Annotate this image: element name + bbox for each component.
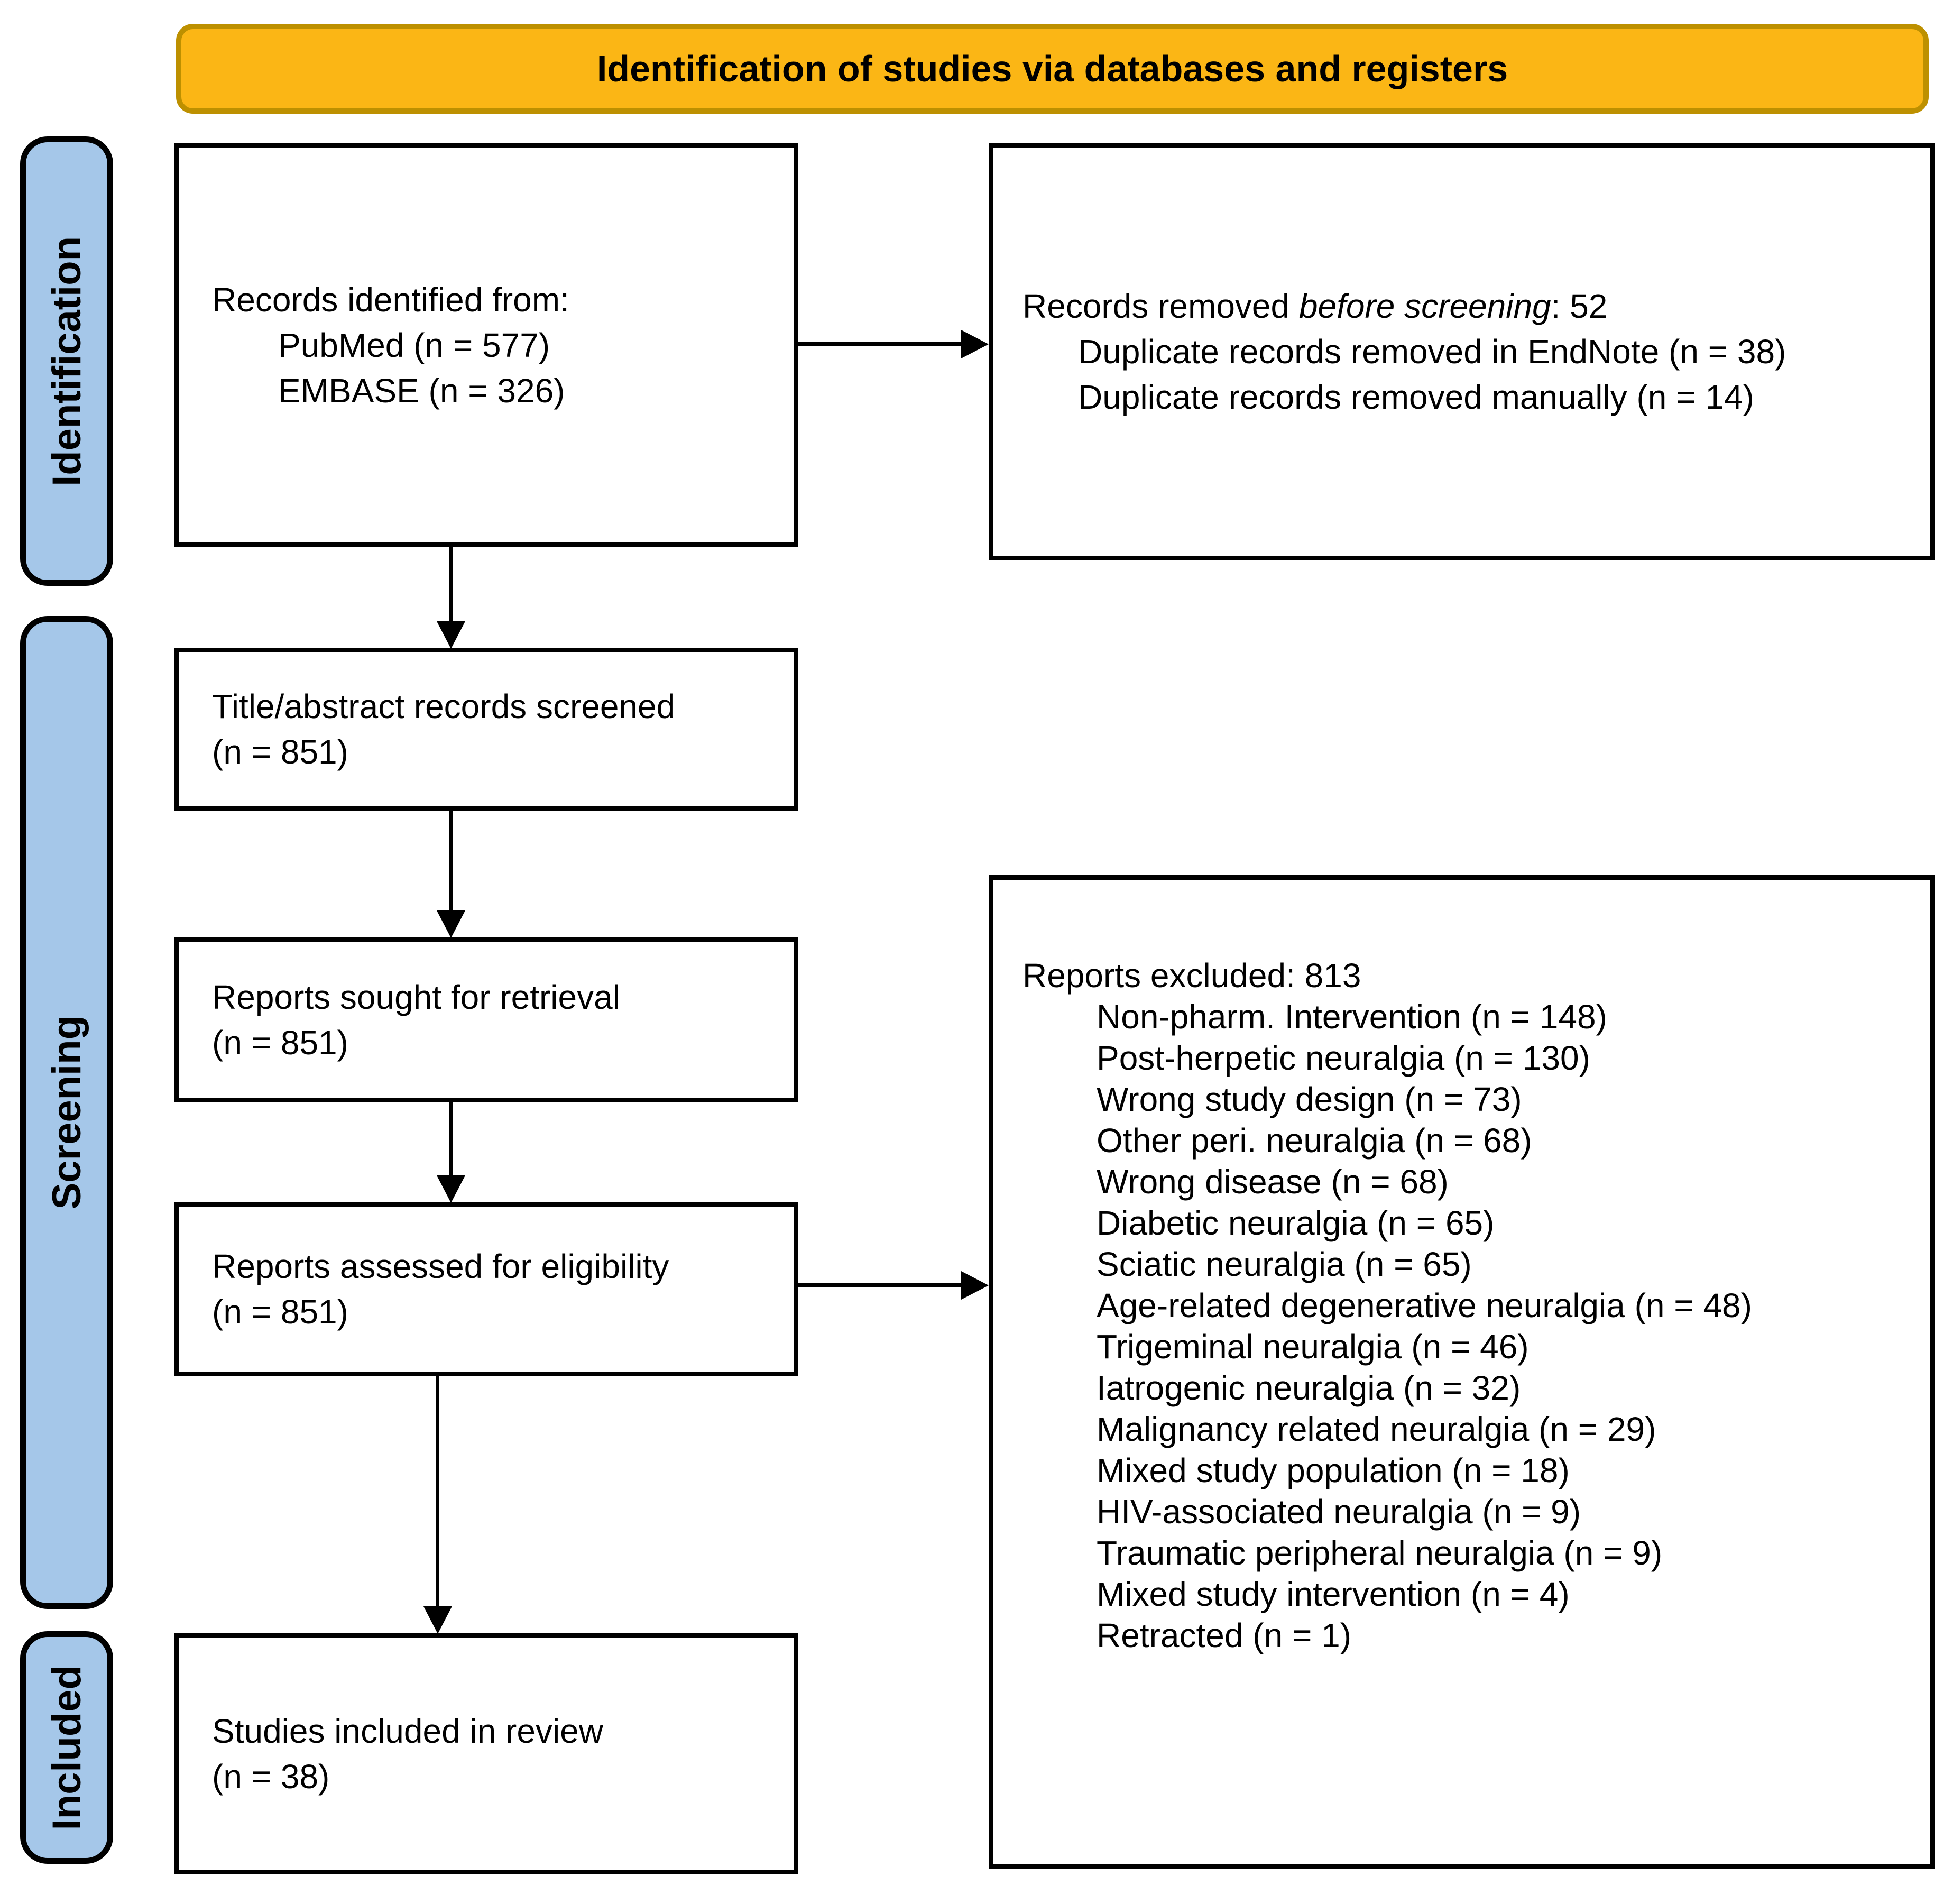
arrow-right-assessed-to-excluded-shaft xyxy=(798,1283,963,1287)
reports-excluded-item: Wrong disease (n = 68) xyxy=(1097,1163,1449,1201)
reports-excluded-item: Wrong study design (n = 73) xyxy=(1097,1080,1522,1118)
arrow-right-identified-to-removed-shaft xyxy=(798,342,963,346)
arrow-down-assessed-to-included-head xyxy=(423,1606,452,1634)
reports-excluded-item: Sciatic neuralgia (n = 65) xyxy=(1097,1245,1472,1283)
arrow-down-sought-to-assessed-head xyxy=(437,1175,465,1203)
records-removed-prefix: Records removed xyxy=(1022,287,1299,325)
reports-excluded-item: Trigeminal neuralgia (n = 46) xyxy=(1097,1328,1529,1366)
studies-included-line1: Studies included in review xyxy=(212,1712,603,1750)
box-reports-assessed: Reports assessed for eligibility (n = 85… xyxy=(174,1202,798,1376)
reports-excluded-item: Retracted (n = 1) xyxy=(1097,1616,1351,1654)
phase-label-identification: Identification xyxy=(20,136,113,586)
arrow-right-identified-to-removed-head xyxy=(961,330,989,358)
title-abstract-count: (n = 851) xyxy=(212,733,348,771)
reports-sought-line1: Reports sought for retrieval xyxy=(212,978,620,1016)
reports-excluded-item: Iatrogenic neuralgia (n = 32) xyxy=(1097,1369,1521,1407)
reports-excluded-item: Post-herpetic neuralgia (n = 130) xyxy=(1097,1039,1590,1077)
diagram-title: Identification of studies via databases … xyxy=(596,48,1508,89)
arrow-down-sought-to-assessed-shaft xyxy=(449,1102,453,1178)
reports-excluded-item: Mixed study intervention (n = 4) xyxy=(1097,1575,1570,1613)
reports-excluded-item: Diabetic neuralgia (n = 65) xyxy=(1097,1204,1495,1242)
studies-included-count: (n = 38) xyxy=(212,1757,330,1796)
reports-excluded-item: Malignancy related neuralgia (n = 29) xyxy=(1097,1410,1656,1448)
reports-excluded-item: Traumatic peripheral neuralgia (n = 9) xyxy=(1097,1534,1663,1572)
reports-excluded-item: Non-pharm. Intervention (n = 148) xyxy=(1097,998,1607,1036)
box-reports-sought: Reports sought for retrieval (n = 851) xyxy=(174,937,798,1102)
records-identified-heading: Records identified from: xyxy=(212,280,569,319)
box-reports-excluded: Reports excluded: 813 Non-pharm. Interve… xyxy=(989,875,1935,1869)
records-removed-item: Duplicate records removed in EndNote (n … xyxy=(1078,333,1786,371)
reports-excluded-item: Age-related degenerative neuralgia (n = … xyxy=(1097,1286,1752,1324)
records-removed-suffix: : 52 xyxy=(1551,287,1608,325)
box-records-removed: Records removed before screening: 52 Dup… xyxy=(989,143,1935,560)
arrow-down-assessed-to-included-shaft xyxy=(436,1376,439,1608)
box-title-abstract-screened: Title/abstract records screened (n = 851… xyxy=(174,648,798,811)
arrow-down-identified-to-screened-shaft xyxy=(449,547,453,624)
phase-label-included: Included xyxy=(20,1631,113,1864)
phase-label-screening-text: Screening xyxy=(44,1015,89,1210)
arrow-down-identified-to-screened-head xyxy=(437,621,465,649)
arrow-right-assessed-to-excluded-head xyxy=(961,1271,989,1300)
records-removed-item: Duplicate records removed manually (n = … xyxy=(1078,378,1754,416)
reports-excluded-item: HIV-associated neuralgia (n = 9) xyxy=(1097,1493,1581,1531)
reports-excluded-item: Other peri. neuralgia (n = 68) xyxy=(1097,1121,1532,1160)
records-identified-item: EMBASE (n = 326) xyxy=(278,371,565,410)
reports-sought-count: (n = 851) xyxy=(212,1023,348,1062)
arrow-down-screened-to-sought-head xyxy=(437,910,465,938)
phase-label-identification-text: Identification xyxy=(44,236,89,486)
title-abstract-line1: Title/abstract records screened xyxy=(212,687,676,725)
reports-assessed-count: (n = 851) xyxy=(212,1293,348,1331)
diagram-title-banner: Identification of studies via databases … xyxy=(176,24,1929,114)
records-removed-heading: Records removed before screening: 52 xyxy=(1022,283,1914,329)
phase-label-included-text: Included xyxy=(44,1664,89,1831)
arrow-down-screened-to-sought-shaft xyxy=(449,811,453,912)
reports-excluded-heading: Reports excluded: 813 xyxy=(1022,956,1361,995)
box-records-identified: Records identified from: PubMed (n = 577… xyxy=(174,143,798,547)
records-identified-item: PubMed (n = 577) xyxy=(278,326,550,364)
reports-assessed-line1: Reports assessed for eligibility xyxy=(212,1247,669,1285)
records-removed-italic: before screening xyxy=(1298,287,1551,325)
box-studies-included: Studies included in review (n = 38) xyxy=(174,1633,798,1874)
reports-excluded-item: Mixed study population (n = 18) xyxy=(1097,1451,1570,1489)
phase-label-screening: Screening xyxy=(20,616,113,1609)
